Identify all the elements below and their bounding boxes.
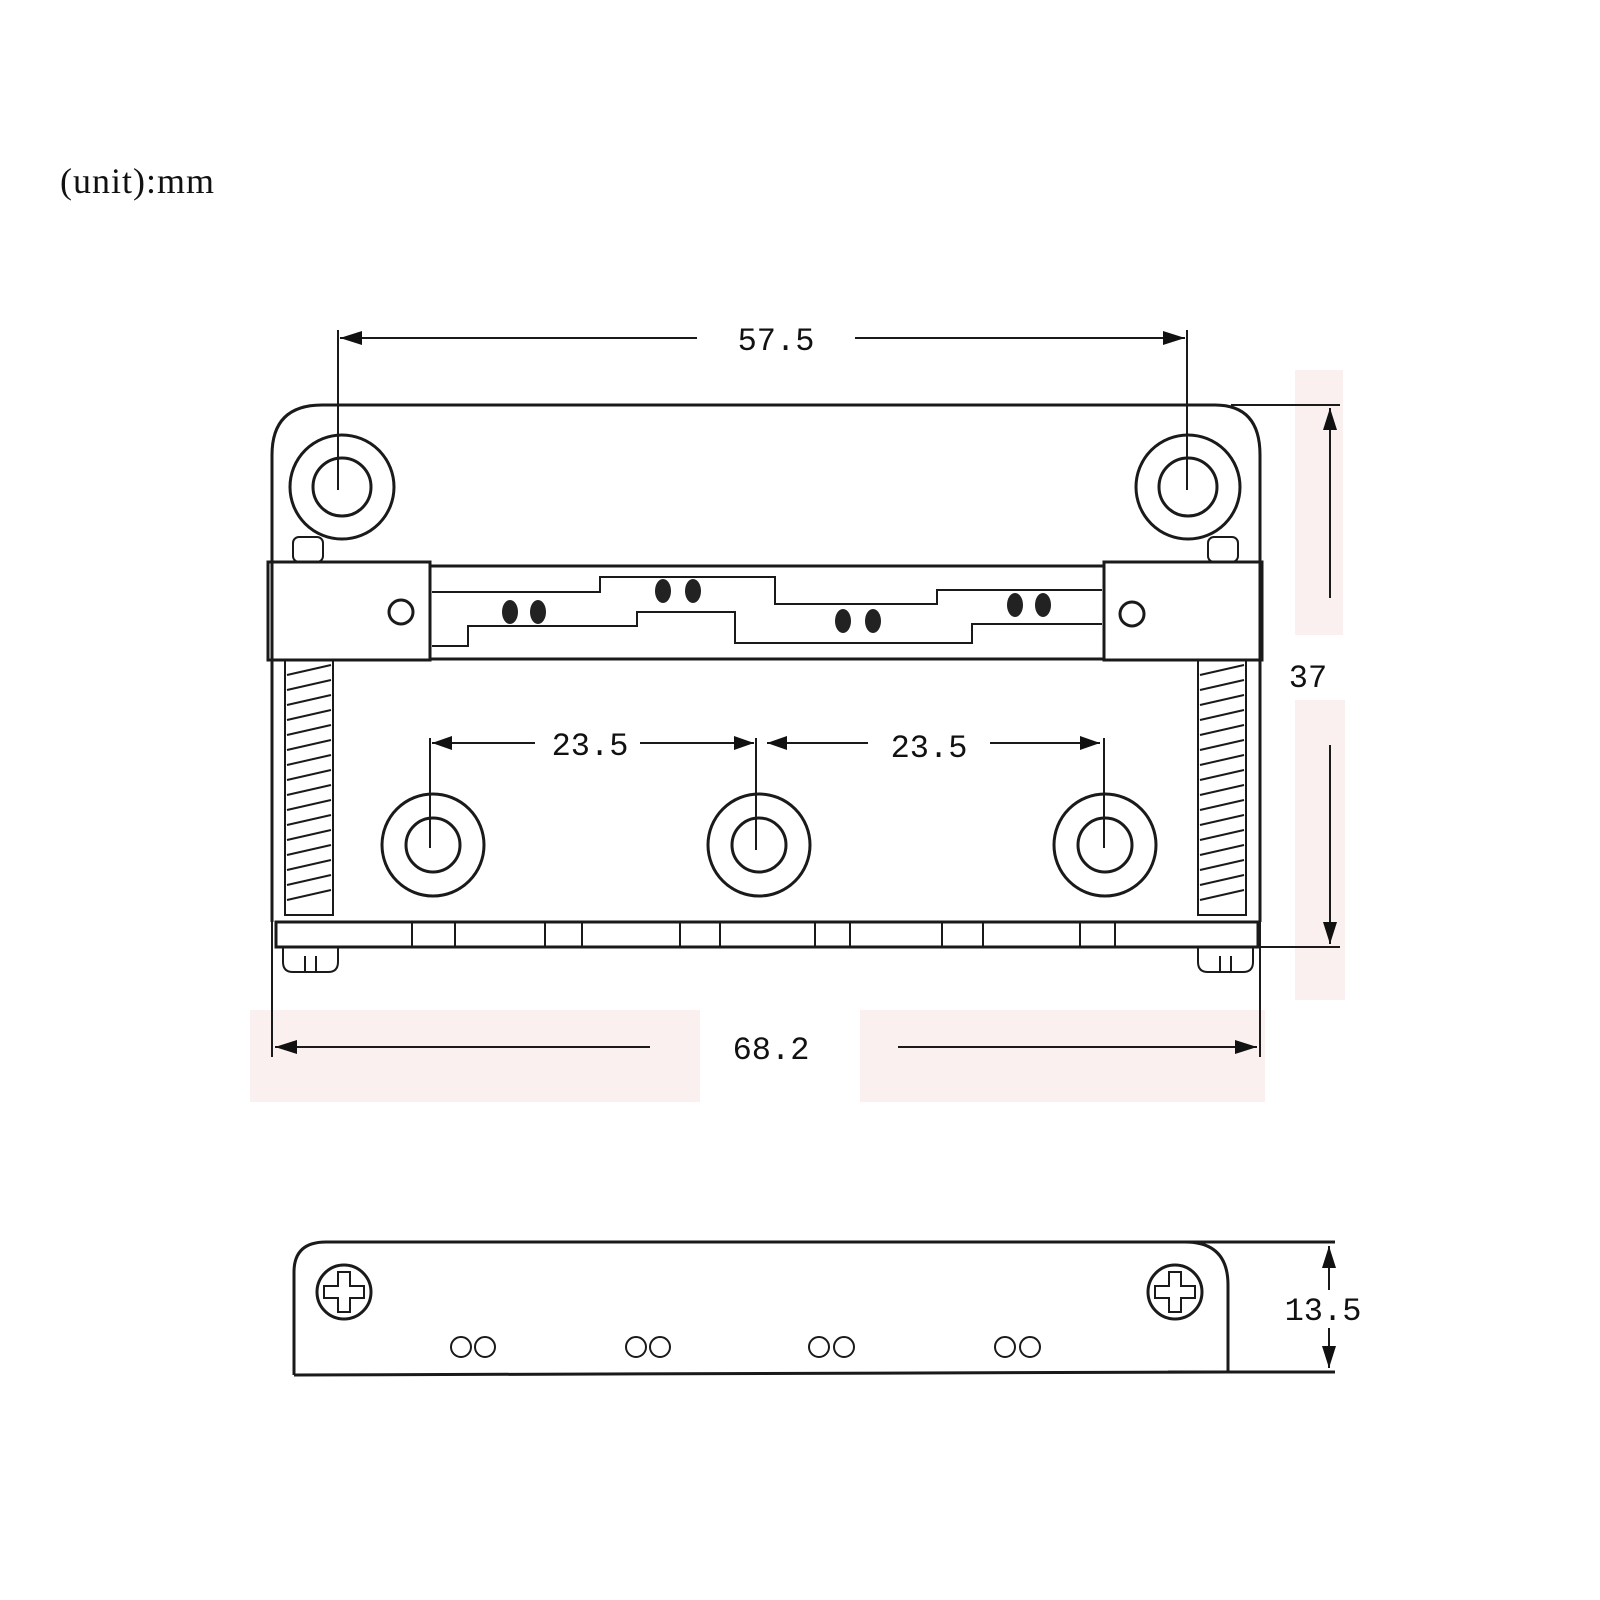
dim-label-57-5: 57.5 <box>738 323 815 360</box>
saddle-screws <box>502 579 1051 633</box>
dim-side-height: 13.5 <box>1162 1240 1362 1374</box>
dim-top-hole-spacing: 57.5 <box>337 323 1188 490</box>
side-plate-outline <box>292 1240 1230 1377</box>
saddle-hole-left <box>380 792 486 898</box>
dim-label-23-5-left: 23.5 <box>552 728 629 765</box>
screw-slot-left <box>282 947 339 973</box>
dim-overall-width: 68.2 <box>271 922 1261 1069</box>
end-block-left <box>266 560 432 662</box>
phillips-screw-left-icon <box>315 1263 373 1321</box>
post-right <box>1207 536 1239 563</box>
spring-left <box>284 659 334 916</box>
screw-slot-right <box>1197 947 1254 973</box>
side-view <box>292 1240 1230 1377</box>
dim-label-37: 37 <box>1289 660 1327 697</box>
side-holes <box>450 1336 1041 1358</box>
dim-saddle-spacing-right: 23.5 <box>755 730 1105 850</box>
end-block-right <box>1102 560 1264 662</box>
saddle-hole-center <box>706 792 812 898</box>
dim-label-13-5: 13.5 <box>1285 1293 1362 1330</box>
bg-tint-top-right <box>1295 370 1343 635</box>
dim-overall-height: 37 <box>1231 404 1340 948</box>
base-plate-outline <box>270 403 1262 922</box>
screw-head-right <box>1118 600 1146 628</box>
phillips-screw-right-icon <box>1146 1263 1204 1321</box>
mount-hole-left <box>288 433 396 541</box>
dim-label-68-2: 68.2 <box>733 1032 810 1069</box>
post-left <box>292 536 324 563</box>
unit-label: (unit):mm <box>60 161 215 201</box>
dim-label-23-5-right: 23.5 <box>891 730 968 767</box>
bg-tint-right <box>860 1010 1265 1102</box>
spring-right <box>1197 659 1247 916</box>
bg-tint-bottom-right <box>1295 700 1345 1000</box>
bg-tint-left <box>250 1010 700 1102</box>
screw-head-left <box>387 598 415 626</box>
top-view <box>266 403 1264 973</box>
saddle-profile-lower <box>432 611 1102 647</box>
dim-saddle-spacing-left: 23.5 <box>429 728 754 848</box>
flange-ticks <box>411 922 1116 947</box>
front-flange <box>274 920 1260 949</box>
saddle-profile-upper <box>432 576 1102 605</box>
